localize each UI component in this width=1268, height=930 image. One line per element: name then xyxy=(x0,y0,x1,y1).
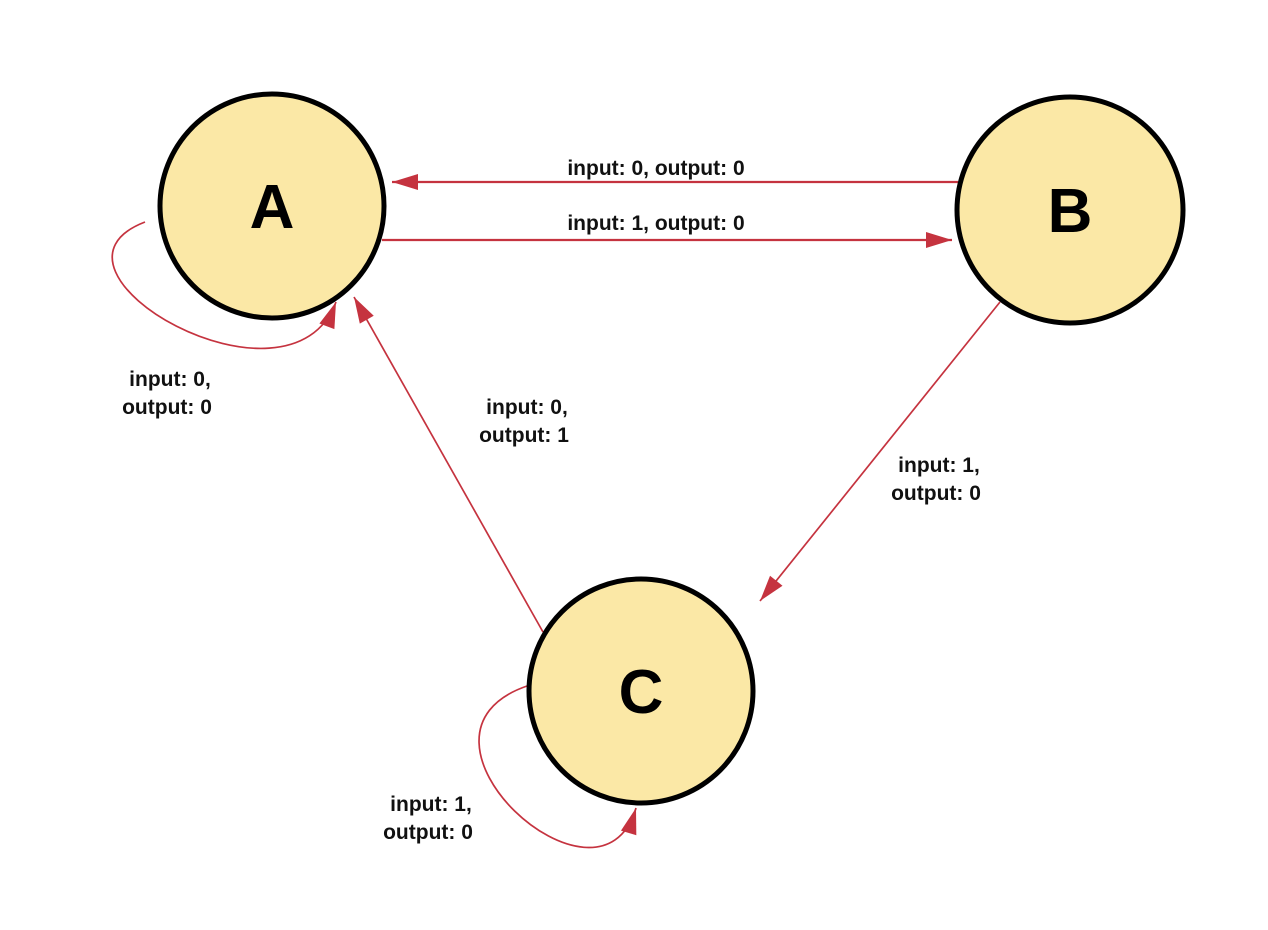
edge-a-self-loop xyxy=(111,221,337,350)
state-c-label: C xyxy=(619,658,664,727)
edge-c-to-a-label-line2: output: 1 xyxy=(479,424,569,447)
state-b-label: B xyxy=(1048,177,1093,246)
edge-b-to-c xyxy=(759,301,1001,602)
state-a-label: A xyxy=(250,173,295,242)
edge-a-self-label-line2: output: 0 xyxy=(122,396,212,419)
edge-c-self-label-line2: output: 0 xyxy=(383,821,473,844)
state-b-node xyxy=(954,94,1186,326)
state-a-node xyxy=(157,91,387,321)
edge-a-self-label-line1: input: 0, xyxy=(129,368,211,391)
edge-a-to-b-label: input: 1, output: 0 xyxy=(567,212,744,235)
edge-c-to-a xyxy=(353,296,544,633)
edge-b-to-c-label-line2: output: 0 xyxy=(891,482,981,505)
edge-c-to-a-label-line1: input: 0, xyxy=(486,396,568,419)
state-c-node xyxy=(526,576,756,806)
edge-b-to-a-label: input: 0, output: 0 xyxy=(567,157,744,180)
edge-b-to-c-label-line1: input: 1, xyxy=(898,454,980,477)
edge-c-self-loop xyxy=(478,685,637,849)
edge-c-self-label-line1: input: 1, xyxy=(390,793,472,816)
